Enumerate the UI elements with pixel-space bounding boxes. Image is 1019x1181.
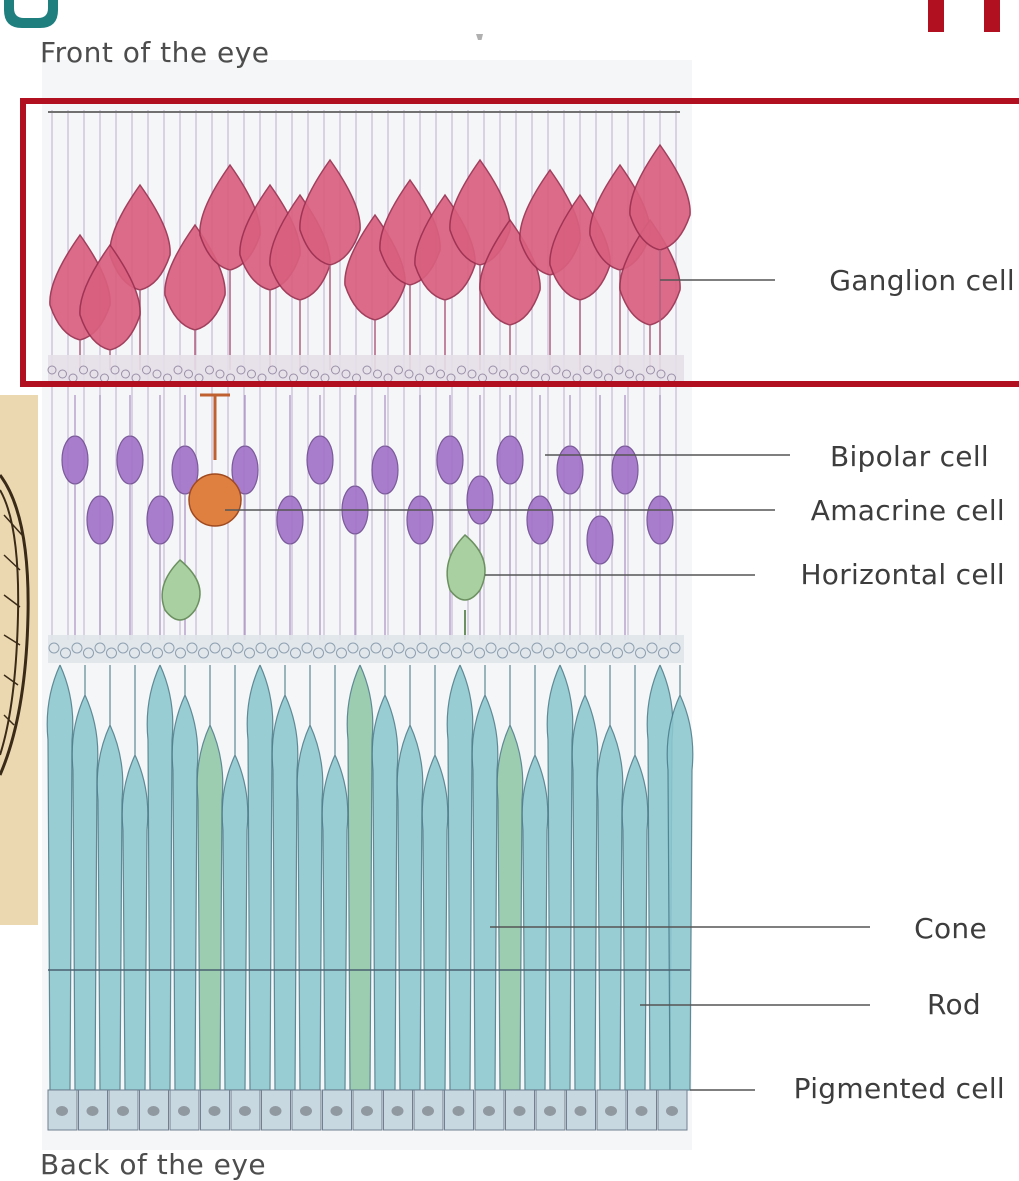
rod-cell	[372, 665, 398, 1090]
bipolar-cell	[117, 436, 143, 484]
pigmented-nucleus	[666, 1106, 678, 1116]
pigmented-nucleus	[178, 1106, 190, 1116]
rod-cell	[572, 665, 598, 1090]
pigmented-nucleus	[392, 1106, 404, 1116]
bipolar-cell	[372, 446, 398, 494]
pigmented-nucleus	[636, 1106, 648, 1116]
bipolar-cell	[147, 496, 173, 544]
pigmented-nucleus	[361, 1106, 373, 1116]
highlight-frame	[20, 98, 1019, 387]
pigmented-nucleus	[453, 1106, 465, 1116]
pigmented-nucleus	[148, 1106, 160, 1116]
bipolar-cell	[87, 496, 113, 544]
rod-cell	[447, 665, 473, 1090]
pigmented-nucleus	[514, 1106, 526, 1116]
pigmented-nucleus	[300, 1106, 312, 1116]
bipolar-cell	[497, 436, 523, 484]
pigmented-nucleus	[56, 1106, 68, 1116]
bipolar-cell	[307, 436, 333, 484]
pigmented-nucleus	[239, 1106, 251, 1116]
amacrine-cell	[189, 474, 241, 526]
bipolar-cell	[527, 496, 553, 544]
bipolar-cell	[612, 446, 638, 494]
bipolar-cell	[437, 436, 463, 484]
pigmented-nucleus	[117, 1106, 129, 1116]
bipolar-cell	[467, 476, 493, 524]
pigmented-nucleus	[483, 1106, 495, 1116]
pigmented-nucleus	[544, 1106, 556, 1116]
cone-cell	[347, 665, 373, 1090]
pigmented-nucleus	[87, 1106, 99, 1116]
rod-cell	[272, 665, 298, 1090]
pigmented-nucleus	[331, 1106, 343, 1116]
bipolar-cell	[407, 496, 433, 544]
front-caption: Front of the eye	[40, 36, 269, 69]
rod-cell	[667, 665, 693, 1090]
pigmented-nucleus	[575, 1106, 587, 1116]
outer-plexiform-layer	[48, 635, 684, 663]
rod-cell	[47, 665, 73, 1090]
label-amacrine-cell: Amacrine cell	[811, 494, 1005, 527]
pigmented-nucleus	[605, 1106, 617, 1116]
label-bipolar-cell: Bipolar cell	[830, 440, 989, 473]
bipolar-cell	[647, 496, 673, 544]
bipolar-cell	[587, 516, 613, 564]
back-caption: Back of the eye	[40, 1148, 266, 1181]
rod-cell	[547, 665, 573, 1090]
bipolar-cell	[277, 496, 303, 544]
label-pigmented-cell: Pigmented cell	[794, 1072, 1005, 1105]
rod-cell	[72, 665, 98, 1090]
rod-cell	[172, 665, 198, 1090]
pigmented-nucleus	[422, 1106, 434, 1116]
rod-cell	[147, 665, 173, 1090]
label-horizontal-cell: Horizontal cell	[800, 558, 1005, 591]
rod-cell	[247, 665, 273, 1090]
bipolar-cell	[62, 436, 88, 484]
pigmented-nucleus	[270, 1106, 282, 1116]
rod-cell	[472, 665, 498, 1090]
label-rod: Rod	[927, 988, 981, 1021]
pigmented-nucleus	[209, 1106, 221, 1116]
label-cone: Cone	[914, 912, 987, 945]
bipolar-cell	[557, 446, 583, 494]
